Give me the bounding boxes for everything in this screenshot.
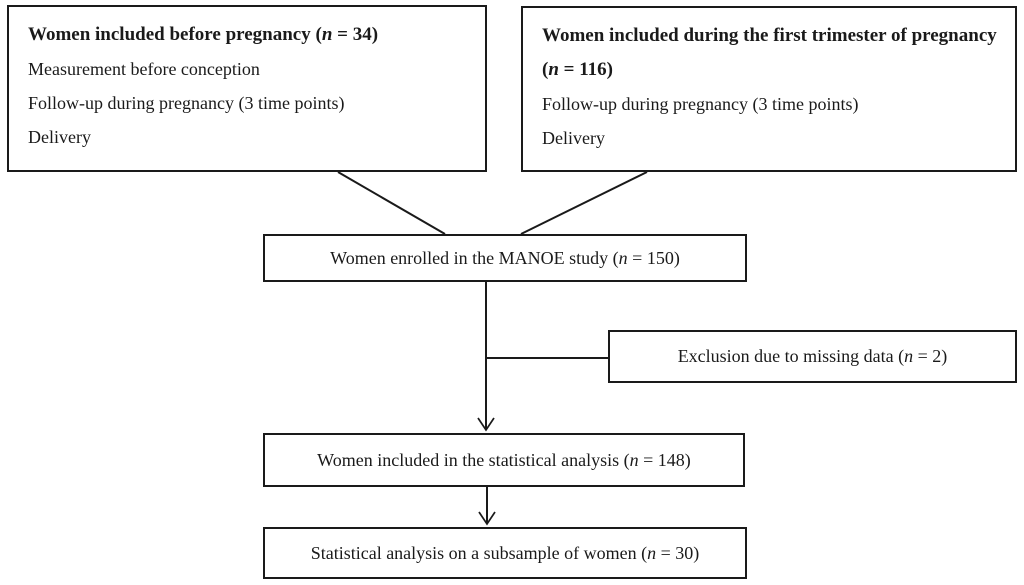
box-included-statistical-analysis: Women included in the statistical analys… <box>263 433 745 487</box>
n-symbol: n <box>629 449 639 470</box>
text: Women enrolled in the MANOE study ( <box>330 247 619 268</box>
count: = 2) <box>913 346 948 366</box>
text: Statistical analysis on a subsample of w… <box>310 542 648 563</box>
box-enrolled-manoe-study: Women enrolled in the MANOE study (n = 1… <box>263 234 747 282</box>
box-text: Women included in the statistical analys… <box>317 450 691 471</box>
title-text: Women included before pregnancy ( <box>28 24 322 45</box>
box-subsample-analysis: Statistical analysis on a subsample of w… <box>263 527 747 579</box>
merge-line-left <box>337 171 446 235</box>
box-line-measurement: Measurement before conception <box>28 59 260 79</box>
box-text: Exclusion due to missing data (n = 2) <box>678 346 948 367</box>
n-symbol: n <box>548 59 559 80</box>
title-count: = 116) <box>558 59 614 80</box>
box-text: Statistical analysis on a subsample of w… <box>311 543 700 564</box>
text: Exclusion due to missing data ( <box>677 346 905 366</box>
n-symbol: n <box>618 247 628 268</box>
box-included-first-trimester: Women included during the first trimeste… <box>521 6 1017 172</box>
arrowhead-down-icon <box>478 511 496 526</box>
title-text: Women included during the first trimeste… <box>542 25 997 80</box>
box-text: Women enrolled in the MANOE study (n = 1… <box>330 248 680 269</box>
count: = 148) <box>638 449 691 470</box>
arrowhead-down-icon <box>477 417 495 432</box>
box-line-followup: Follow-up during pregnancy (3 time point… <box>542 94 859 114</box>
merge-line-right <box>520 171 648 235</box>
box-title: Women included before pregnancy (n = 34) <box>28 18 467 52</box>
box-line-delivery: Delivery <box>542 128 605 148</box>
box-line-delivery: Delivery <box>28 127 91 147</box>
box-exclusion-missing-data: Exclusion due to missing data (n = 2) <box>608 330 1017 383</box>
box-title: Women included during the first trimeste… <box>542 19 997 87</box>
count: = 30) <box>656 542 700 563</box>
box-line-followup: Follow-up during pregnancy (3 time point… <box>28 93 345 113</box>
count: = 150) <box>627 247 680 268</box>
n-symbol: n <box>321 24 333 45</box>
box-included-before-pregnancy: Women included before pregnancy (n = 34)… <box>7 5 487 172</box>
text: Women included in the statistical analys… <box>317 449 630 470</box>
n-symbol: n <box>904 346 914 366</box>
n-symbol: n <box>647 542 657 563</box>
title-count: = 34) <box>332 24 379 45</box>
